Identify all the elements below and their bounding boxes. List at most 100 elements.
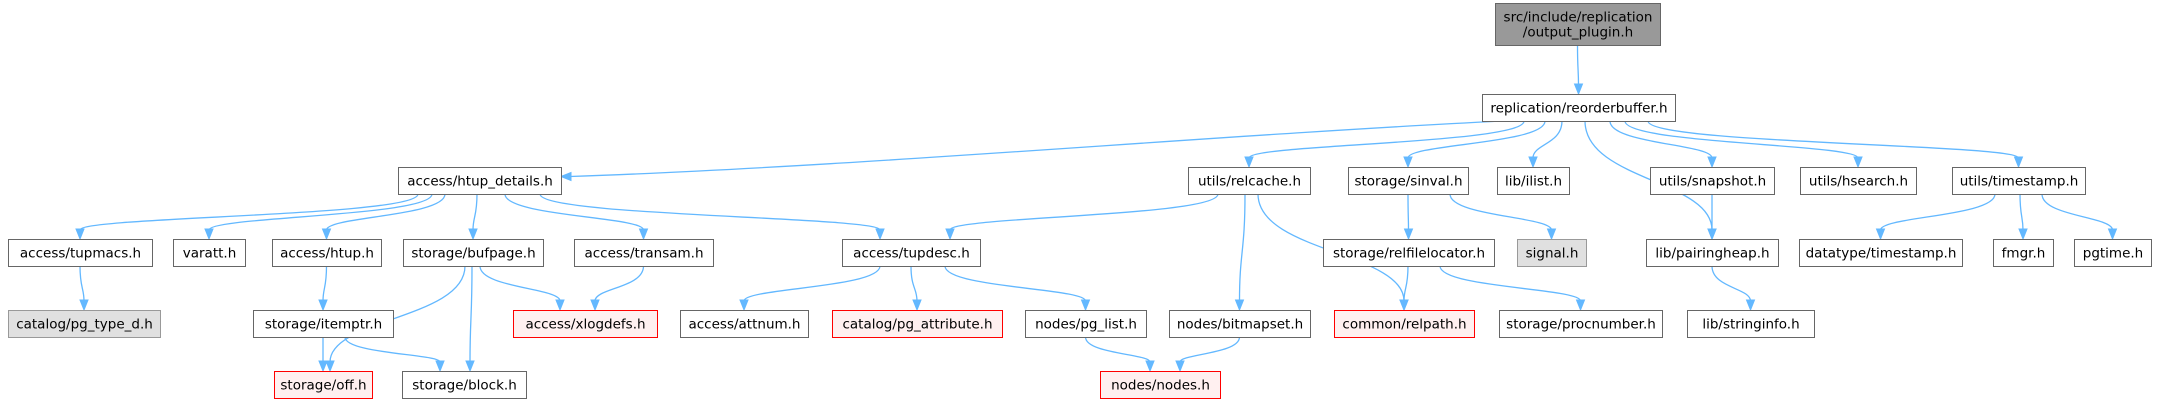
- node-ilist[interactable]: lib/ilist.h: [1497, 167, 1570, 195]
- arrowhead: [465, 360, 475, 373]
- node-box: [2074, 239, 2152, 267]
- node-relpath[interactable]: common/relpath.h: [1334, 310, 1475, 338]
- node-xlogdefs[interactable]: access/xlogdefs.h: [513, 310, 658, 338]
- edge-timestamp-to-pgtime: [2041, 193, 2118, 241]
- node-label: nodes/bitmapset.h: [1177, 317, 1303, 333]
- node-htup_details[interactable]: access/htup_details.h: [398, 167, 562, 195]
- arrowhead: [638, 228, 649, 241]
- node-nodes[interactable]: nodes/nodes.h: [1100, 371, 1221, 399]
- edge-pg_list-to-nodes: [1084, 336, 1155, 373]
- arrowhead: [2013, 156, 2024, 169]
- node-label: common/relpath.h: [1342, 317, 1466, 333]
- arrowhead: [1175, 360, 1185, 373]
- node-procnumber[interactable]: storage/procnumber.h: [1499, 310, 1663, 338]
- edge-reorderbuffer-to-timestamp: [1647, 120, 2024, 169]
- node-box: [1517, 239, 1587, 267]
- edge-line: [1449, 193, 1553, 231]
- arrowhead: [1853, 156, 1863, 169]
- node-stringinfo[interactable]: lib/stringinfo.h: [1687, 310, 1815, 338]
- edge-line: [539, 193, 881, 231]
- edge-line: [322, 265, 328, 302]
- edge-htup-to-itemptr: [318, 265, 328, 312]
- edge-line: [1584, 120, 1713, 231]
- node-signal[interactable]: signal.h: [1517, 239, 1587, 267]
- node-relfilelocator[interactable]: storage/relfilelocator.h: [1323, 239, 1495, 267]
- edge-line: [344, 336, 441, 363]
- edge-line: [329, 265, 466, 363]
- node-block[interactable]: storage/block.h: [402, 371, 527, 399]
- node-bitmapset[interactable]: nodes/bitmapset.h: [1169, 310, 1311, 338]
- node-box: [1100, 371, 1221, 399]
- edge-sinval-to-relfilelocator: [1403, 193, 1414, 241]
- node-bufpage[interactable]: storage/bufpage.h: [403, 239, 544, 267]
- node-itemptr[interactable]: storage/itemptr.h: [253, 310, 394, 338]
- node-box: [1799, 239, 1963, 267]
- node-label: storage/itemptr.h: [265, 317, 382, 333]
- node-timestamp[interactable]: utils/timestamp.h: [1952, 167, 2086, 195]
- node-box: [574, 239, 714, 267]
- edge-tupdesc-to-pg_list: [944, 265, 1091, 312]
- node-label: datatype/timestamp.h: [1806, 246, 1957, 262]
- node-box: [1993, 239, 2054, 267]
- node-box: [1497, 167, 1570, 195]
- node-pairingheap[interactable]: lib/pairingheap.h: [1646, 239, 1779, 267]
- nodes-layer: src/include/replication/output_plugin.hr…: [8, 3, 2152, 399]
- edge-line: [1407, 193, 1410, 231]
- edge-line: [479, 265, 561, 302]
- edge-line: [79, 193, 419, 231]
- arrowhead: [739, 299, 749, 312]
- node-label: utils/hsearch.h: [1809, 174, 1908, 190]
- edge-itemptr-to-block: [344, 336, 445, 373]
- node-varatt[interactable]: varatt.h: [173, 239, 246, 267]
- node-fmgr[interactable]: fmgr.h: [1993, 239, 2054, 267]
- node-label: storage/procnumber.h: [1506, 317, 1656, 333]
- node-relcache[interactable]: utils/relcache.h: [1188, 167, 1311, 195]
- edge-line: [1879, 193, 1996, 231]
- node-label: storage/bufpage.h: [411, 246, 535, 262]
- node-sinval[interactable]: storage/sinval.h: [1348, 167, 1469, 195]
- edge-reorderbuffer-to-ilist: [1528, 120, 1563, 169]
- node-label: access/tupmacs.h: [20, 246, 141, 262]
- node-label: lib/stringinfo.h: [1702, 317, 1799, 333]
- node-label: nodes/nodes.h: [1111, 378, 1210, 394]
- node-pg_list[interactable]: nodes/pg_list.h: [1025, 310, 1147, 338]
- node-snapshot[interactable]: utils/snapshot.h: [1650, 167, 1775, 195]
- edge-line: [1647, 120, 2020, 159]
- node-transam[interactable]: access/transam.h: [574, 239, 714, 267]
- edge-htup_details-to-transam: [504, 193, 649, 241]
- edge-line: [79, 265, 85, 302]
- node-tupmacs[interactable]: access/tupmacs.h: [8, 239, 153, 267]
- node-attnum[interactable]: access/attnum.h: [680, 310, 809, 338]
- node-tupdesc[interactable]: access/tupdesc.h: [842, 239, 981, 267]
- arrowhead: [1080, 299, 1091, 312]
- edge-line: [1576, 44, 1580, 86]
- node-box: [274, 371, 373, 399]
- arrowhead: [1234, 299, 1245, 312]
- arrowhead: [468, 228, 478, 241]
- node-htup[interactable]: access/htup.h: [272, 239, 382, 267]
- edge-bufpage-to-xlogdefs: [479, 265, 565, 312]
- node-box: [253, 310, 394, 338]
- node-pg_type_d[interactable]: catalog/pg_type_d.h: [8, 310, 161, 338]
- node-off[interactable]: storage/off.h: [274, 371, 373, 399]
- arrowhead: [204, 228, 214, 241]
- node-dt_timestamp[interactable]: datatype/timestamp.h: [1799, 239, 1963, 267]
- node-reorderbuffer[interactable]: replication/reorderbuffer.h: [1482, 94, 1676, 122]
- arrowhead: [1528, 156, 1538, 169]
- node-pg_attribute[interactable]: catalog/pg_attribute.h: [832, 310, 1003, 338]
- arrowhead: [875, 228, 885, 241]
- edge-line: [944, 265, 1087, 302]
- node-box: [1650, 167, 1775, 195]
- edge-line: [1624, 120, 1859, 159]
- node-box: [403, 239, 544, 267]
- node-box: [832, 310, 1003, 338]
- edge-htup_details-to-bufpage: [468, 193, 478, 241]
- node-label: catalog/pg_type_d.h: [16, 317, 153, 333]
- edge-line: [743, 265, 881, 302]
- edge-bitmapset-to-nodes: [1175, 336, 1241, 373]
- edge-tupdesc-to-pg_attribute: [910, 265, 922, 312]
- node-hsearch[interactable]: utils/hsearch.h: [1800, 167, 1917, 195]
- node-pgtime[interactable]: pgtime.h: [2074, 239, 2152, 267]
- edge-htup_details-to-varatt: [204, 193, 433, 241]
- edge-reorderbuffer-to-hsearch: [1624, 120, 1863, 169]
